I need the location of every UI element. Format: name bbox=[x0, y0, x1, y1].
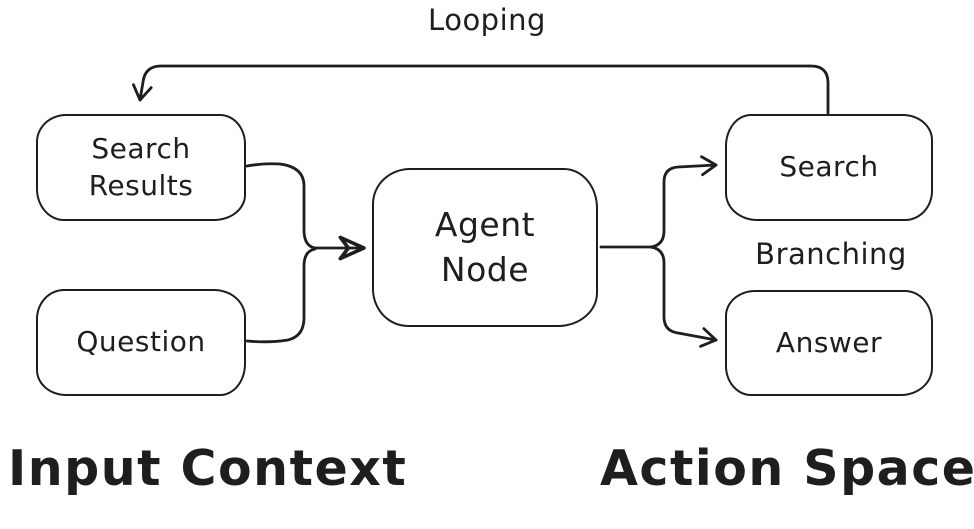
branching-label: Branching bbox=[755, 237, 907, 271]
input-context-heading: Input Context bbox=[8, 440, 408, 497]
action-space-heading: Action Space bbox=[600, 440, 974, 497]
node-search-results-label-line1: Search bbox=[91, 132, 191, 166]
node-agent-label-line1: Agent bbox=[434, 204, 536, 244]
node-question: Question bbox=[36, 289, 246, 396]
node-answer-label: Answer bbox=[775, 325, 883, 359]
node-agent-node: Agent Node bbox=[372, 168, 598, 327]
edge-question-to-merge bbox=[245, 247, 317, 344]
looping-label: Looping bbox=[428, 3, 546, 37]
node-question-label: Question bbox=[76, 325, 206, 359]
node-search-results: Search Results bbox=[36, 114, 246, 221]
edge-search-results-to-merge bbox=[245, 162, 317, 250]
node-search-results-label-line2: Results bbox=[88, 168, 194, 202]
node-search-label: Search bbox=[779, 150, 879, 184]
edge-branch-to-search bbox=[649, 155, 718, 249]
node-agent-label-line2: Node bbox=[440, 249, 530, 289]
edge-branch-to-answer bbox=[649, 245, 718, 348]
node-search: Search bbox=[725, 114, 933, 221]
node-answer: Answer bbox=[725, 290, 933, 396]
edge-looping-line bbox=[132, 64, 830, 115]
